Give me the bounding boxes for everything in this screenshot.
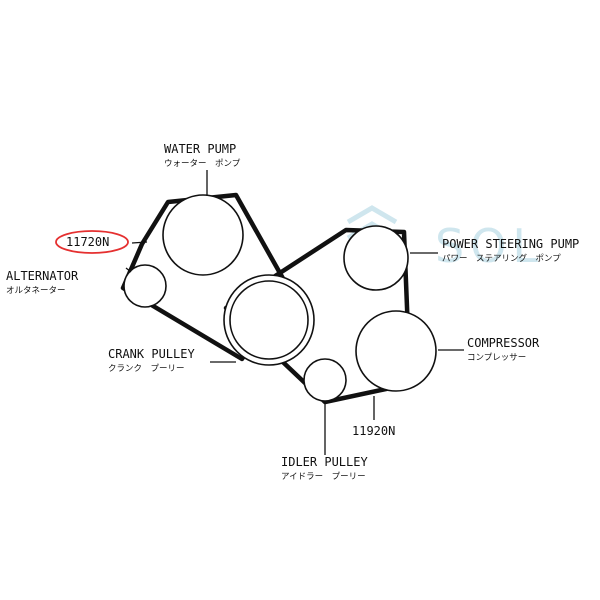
compressor-label: COMPRESSOR — [467, 336, 540, 350]
idler-pulley-label: IDLER PULLEY — [281, 455, 368, 469]
idler-pulley-label-jp: アイドラー プーリー — [281, 472, 366, 482]
watermark-text: SOL — [435, 219, 544, 273]
water-pump-label: WATER PUMP — [164, 142, 236, 156]
crank-pulley-label-jp: クランク プーリー — [108, 364, 185, 374]
crank-pulley-label: CRANK PULLEY — [108, 347, 195, 361]
part-11720n-leader — [131, 241, 148, 244]
power-steering-pump-label-jp: パワー ステアリング ポンプ — [442, 253, 561, 264]
alternator-label-jp: オルタネーター — [6, 286, 66, 296]
water-pump-label-jp: ウォーター ポンプ — [164, 159, 241, 169]
alternator-pulley — [123, 264, 167, 308]
part-number-11920n: 11920N — [352, 424, 395, 438]
compressor-pulley — [355, 310, 437, 392]
power-steering-pump-label: POWER STEERING PUMP — [442, 237, 579, 251]
crank-pulley — [223, 274, 315, 366]
idler-pulley — [303, 358, 347, 402]
belt-11720n — [120, 192, 288, 362]
compressor-label-jp: コンプレッサー — [467, 353, 526, 363]
alternator-leader — [125, 267, 132, 273]
power-steering-pulley — [343, 225, 409, 291]
water-pump-pulley — [162, 194, 244, 276]
part-number-11720n: 11720N — [66, 235, 109, 249]
part-11720n-highlight — [55, 230, 129, 254]
alternator-label: ALTERNATOR — [6, 269, 79, 283]
